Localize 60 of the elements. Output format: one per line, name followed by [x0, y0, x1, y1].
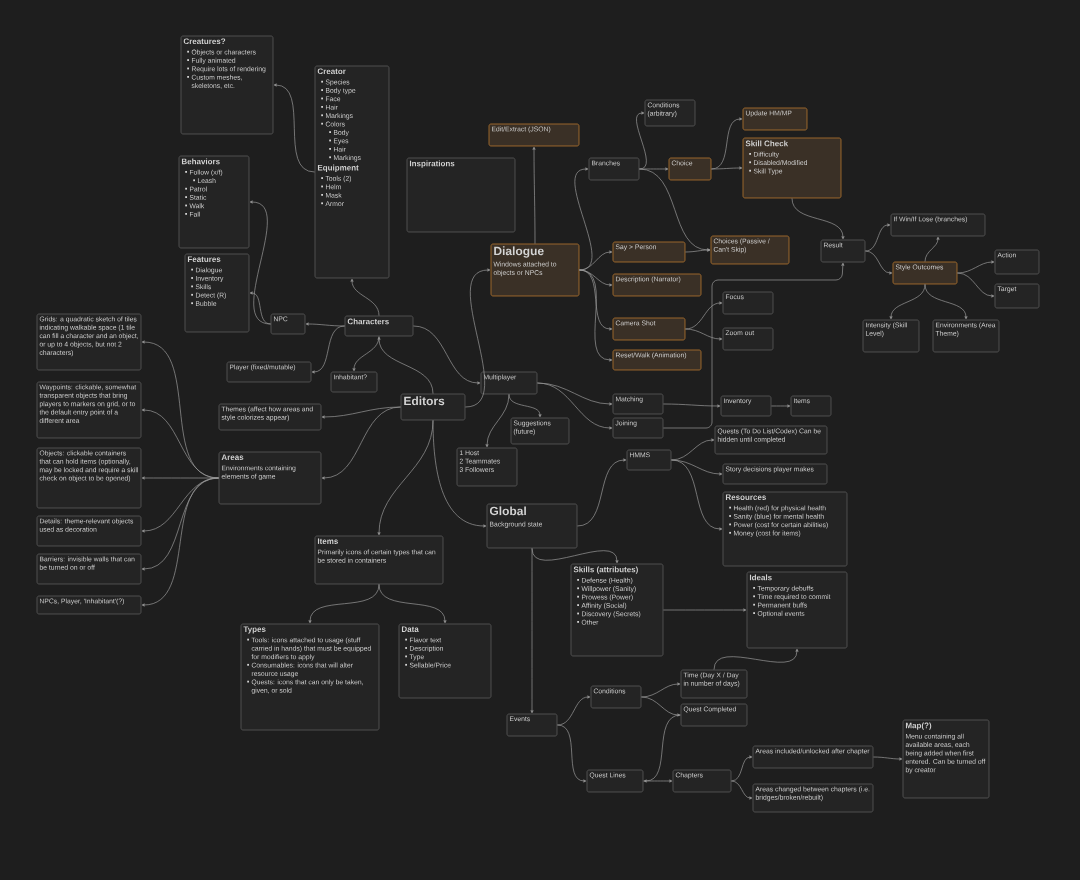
arrow	[350, 278, 380, 316]
arrow	[557, 695, 591, 726]
arrow	[791, 198, 845, 240]
arrow	[485, 394, 510, 448]
arrow	[641, 696, 681, 717]
arrow	[557, 724, 587, 783]
arrow	[731, 755, 753, 782]
arrow	[957, 272, 995, 298]
arrow	[639, 167, 669, 171]
arrow	[273, 83, 315, 173]
arrow	[141, 477, 219, 607]
arrow	[308, 584, 380, 624]
arrow	[530, 548, 534, 714]
arrow	[641, 682, 681, 698]
arrow	[711, 166, 743, 170]
arrow	[321, 406, 401, 480]
arrow	[311, 325, 345, 374]
arrow	[508, 394, 542, 418]
arrow	[352, 336, 380, 372]
arrow	[713, 648, 799, 670]
arrow	[531, 548, 619, 564]
arrow	[771, 404, 791, 408]
arrow	[636, 111, 647, 170]
arrow	[577, 458, 627, 527]
arrow	[889, 284, 926, 320]
arrow	[579, 250, 613, 271]
arrow	[924, 284, 968, 320]
arrow	[249, 200, 271, 325]
arrow	[377, 336, 434, 394]
arrow	[924, 236, 940, 262]
arrow	[305, 322, 345, 327]
arrow	[579, 269, 613, 362]
arrow	[685, 301, 723, 330]
arrow	[663, 262, 845, 429]
arrow	[957, 260, 995, 274]
arrow	[413, 325, 481, 385]
arrow	[643, 779, 673, 783]
arrow	[321, 406, 401, 419]
arrow	[671, 459, 723, 531]
arrow	[873, 756, 903, 761]
arrow	[249, 291, 271, 325]
arrow	[432, 420, 487, 528]
arrow	[532, 146, 536, 244]
arrow	[579, 269, 613, 331]
arrow	[731, 780, 753, 800]
arrow	[643, 714, 681, 783]
arrow	[865, 250, 893, 275]
arrow	[574, 167, 593, 271]
arrow	[465, 268, 491, 408]
arrow	[378, 584, 447, 624]
arrow	[671, 438, 715, 461]
arrow	[537, 382, 613, 430]
arrow	[663, 608, 747, 612]
arrow	[865, 223, 891, 252]
arrow	[685, 328, 723, 341]
arrow	[663, 403, 721, 408]
arrow	[711, 117, 743, 170]
arrow	[141, 476, 219, 480]
arrow	[639, 168, 711, 252]
arrow	[685, 248, 711, 253]
